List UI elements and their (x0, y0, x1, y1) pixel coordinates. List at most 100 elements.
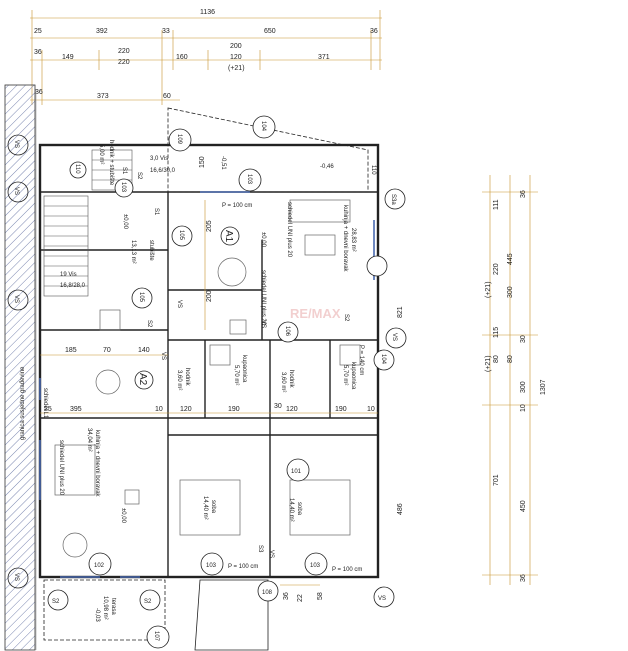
dim-interior: 10 (367, 406, 375, 413)
section-markers (7, 134, 407, 611)
dim-interior: 185 (65, 347, 77, 354)
room-name: kupaonica (241, 355, 247, 383)
dim-top: 220 (118, 59, 130, 66)
dim-top: 160 (176, 54, 188, 61)
door-number: 105 (138, 292, 144, 303)
room-name: hodnik + stubište (108, 140, 114, 186)
right-dimension-lines (482, 175, 538, 585)
dim-right: 36 (520, 574, 527, 582)
dim-interior: 10 (155, 406, 163, 413)
right-dimension-texts: 111 220 (+21) 115 80 (+21) 36 445 300 30… (397, 190, 547, 582)
door-number: 103 (120, 182, 126, 193)
s-marker: S1 (153, 208, 159, 216)
dim-right: 300 (507, 286, 514, 298)
neighbour-border-label: granica susjedne građevine (20, 366, 26, 440)
plan-notes: P = 100 cm P = 100 cm P = 100 cm P = 140… (42, 156, 364, 622)
vs-marker: VS (13, 187, 19, 195)
dim-interior: 120 (286, 406, 298, 413)
dim-bottom: 58 (317, 592, 324, 600)
watermark-logo: RE/MAX (290, 306, 341, 321)
furniture (54, 199, 361, 558)
vs-marker: VS (268, 550, 274, 558)
s-marker: S2 (146, 320, 152, 328)
dim-right: 1307 (540, 379, 547, 395)
dim-right: 111 (493, 199, 500, 210)
door-circles (69, 115, 395, 649)
dim-interior: 70 (103, 347, 111, 354)
door-number: 103 (310, 563, 321, 569)
dim-top: 36 (35, 89, 43, 96)
staircase (43, 149, 133, 297)
vs-marker: VS (260, 320, 266, 328)
room-name: hodnik (288, 370, 294, 389)
inner-walls (40, 191, 378, 577)
level-note: -0,51 (220, 156, 226, 170)
door-number: 104 (260, 121, 266, 132)
bottom-terrace-outline (194, 579, 269, 651)
s-marker: S3 (257, 545, 263, 553)
vs-marker: VS (176, 300, 182, 308)
room-name: kuhinja + dnevni boravak (94, 430, 100, 498)
room-area: 14,40 m² (288, 498, 294, 522)
door-width-note: P = 140 cm (358, 345, 364, 375)
door-number: 108 (262, 590, 273, 596)
s-marker: S2 (52, 599, 60, 605)
top-terrace-outline (167, 107, 369, 193)
room-name: soba (210, 500, 216, 514)
level-note: ±0,00 (260, 232, 266, 248)
door-width-note: P = 100 cm (228, 564, 258, 570)
dim-top: 373 (97, 93, 109, 100)
door-number: 101 (291, 469, 302, 475)
room-area: 14,40 m² (202, 496, 208, 520)
room-area: 5,70 m² (233, 365, 239, 385)
dim-interior: 25 (44, 406, 52, 413)
vs-marker: VS (378, 596, 386, 602)
dim-bottom: 36 (283, 592, 290, 600)
door-number: 105 (178, 230, 184, 241)
s-marker: S1 (121, 167, 127, 175)
room-name: terasa (110, 598, 116, 615)
dim-top: 36 (370, 28, 378, 35)
dim-top: 25 (34, 28, 42, 35)
room-name: soba (296, 502, 302, 516)
stair-area: 13,13 m² (130, 240, 136, 264)
door-circle-labels: 109 104 103 110 110 105 105 103 106 104 … (74, 121, 386, 642)
dim-top: 33 (162, 28, 170, 35)
s-marker: S3a (390, 194, 396, 205)
stair-area: 16,8/28,0 (60, 283, 86, 289)
dim-right: 300 (520, 381, 527, 393)
dim-top: 60 (163, 93, 171, 100)
dim-interior: 30 (274, 403, 282, 410)
dim-total-width: 1136 (200, 9, 215, 16)
vs-marker: VS (391, 333, 397, 341)
dim-right: 115 (493, 327, 500, 338)
dim-top: 200 (230, 43, 242, 50)
chimney-note: schiedel UNI plus 20 (260, 270, 266, 326)
dim-top: (+21) (228, 65, 245, 72)
room-labels: kuhinja + dnevni boravak 28,83 m² kuhinj… (60, 140, 356, 620)
dim-right: 445 (507, 253, 514, 265)
level-note: -0,03 (94, 608, 100, 622)
apartment-a2-label: A2 (137, 373, 148, 386)
room-name: hodnik (184, 368, 190, 387)
vs-marker: VS (13, 295, 19, 303)
dim-right: 80 (507, 355, 514, 363)
door-number: 102 (94, 563, 105, 569)
door-number: 109 (176, 134, 182, 145)
interior-dimension-texts: 185 70 140 395 10 120 190 30 120 190 10 … (44, 156, 375, 413)
room-name: kuhinja + dnevni boravak (342, 205, 348, 273)
stair-label: stubište (148, 240, 154, 261)
dim-right: 220 (493, 263, 500, 275)
s-marker: S2 (136, 172, 142, 180)
room-name: kupaonica (350, 362, 356, 390)
top-dimension-texts: 1136 25 392 33 650 36 36 149 220 160 200… (34, 9, 378, 100)
s-marker: S2 (144, 599, 152, 605)
room-area: 10,98 m² (102, 596, 108, 620)
top-dimension-lines (30, 10, 382, 105)
level-note: ±0,00 (120, 508, 126, 524)
dim-interior: 150 (199, 156, 206, 168)
door-number: 110 (370, 165, 376, 175)
dim-top: 149 (62, 54, 74, 61)
dim-right: 80 (493, 355, 500, 363)
